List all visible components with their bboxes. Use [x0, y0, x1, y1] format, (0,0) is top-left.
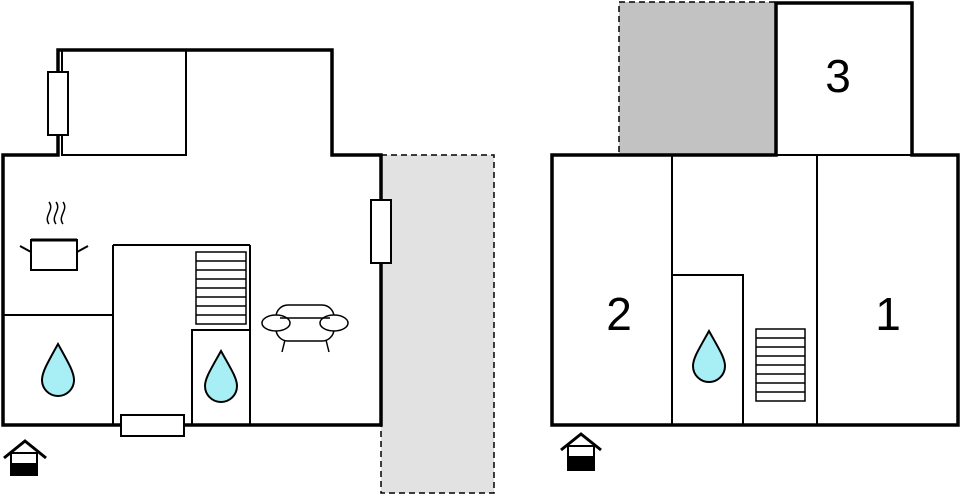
water-drop-icon: [691, 328, 727, 383]
water-drop-icon: [40, 341, 76, 397]
sofa-icon: [261, 304, 349, 353]
staircase-icon: [755, 328, 806, 402]
upper-floor-plan: 3 2 1: [550, 1, 960, 471]
window-icon: [120, 414, 185, 437]
water-drop-icon: [203, 348, 239, 403]
room-number-3: 3: [825, 50, 851, 102]
balcony-area: [618, 1, 777, 156]
ground-floor-plan: [1, 48, 495, 494]
room-number-1: 1: [875, 288, 901, 340]
house-entrance-icon: [3, 439, 47, 476]
terrace-area: [380, 154, 495, 494]
window-icon: [47, 71, 69, 136]
staircase-icon: [195, 251, 247, 325]
window-icon: [370, 199, 392, 264]
cooking-pot-icon: [19, 201, 89, 271]
upper-floor-interior-walls: [671, 154, 912, 425]
room-number-2: 2: [606, 288, 632, 340]
house-entrance-icon: [560, 432, 602, 471]
